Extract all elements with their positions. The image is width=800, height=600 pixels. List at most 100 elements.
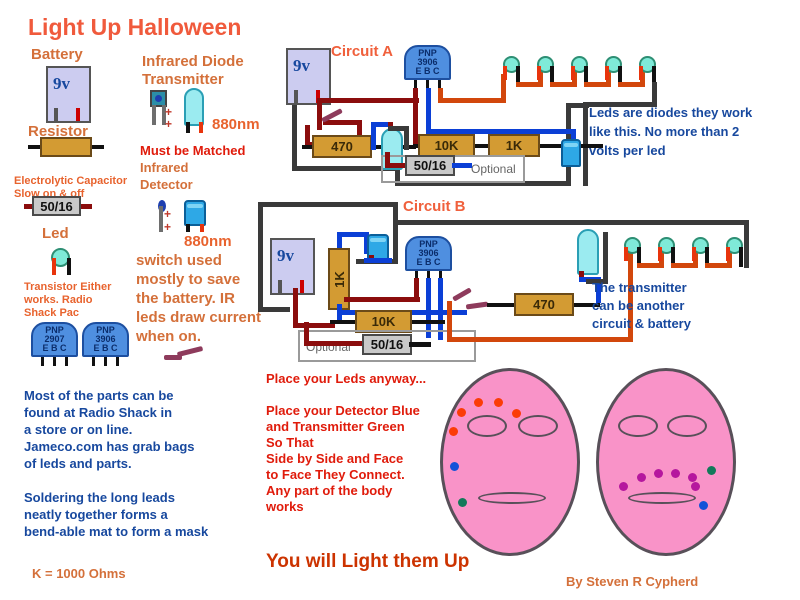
legend-transistor-note-1: Transistor Either [24,281,112,293]
circuit-a-led-link-2 [550,82,576,87]
ir-led-cathode [186,122,190,133]
circuit-a-wire-emitter [413,88,418,146]
led-cathode [584,66,588,86]
mask-right-transmitter-dot [707,466,716,475]
notes-blue-line-3: a store or on line. [24,422,133,437]
transistor-leg-e [414,80,417,89]
circuit-b-battery-value: 9v [277,246,294,265]
circuit-b-wire-emitter [414,278,419,302]
transistor-body: PNP 3906 E B C [82,322,129,357]
notes-red-line-7: Any part of the body [266,483,393,498]
notes-blue-line-6: Soldering the long leads [24,490,175,505]
ir-detector-pin [159,206,163,232]
circuit-b-wire-red-drop [293,288,298,328]
led-anode [726,247,730,261]
notes-blue-line-5: of leds and parts. [24,456,132,471]
circuit-a-wire-black-irled-right [404,126,409,150]
circuit-a-wire-collector-run [438,98,506,103]
circuit-a-led-2 [537,56,554,73]
circuit-a-wire-black-bottom2 [395,181,571,186]
transistor-number: 2907 [44,334,65,344]
transistor-pins: E B C [93,343,118,353]
credit: By Steven R Cypherd [566,574,699,589]
circuit-a-wire-black-irled-top [388,126,409,131]
transistor-body: PNP 3906 E B C [405,236,452,271]
circuit-b-wire-black-right [744,220,749,268]
transistor-type: PNP [45,325,64,335]
transistor-leg-e [41,357,44,366]
mask-left-led-dot [449,427,458,436]
legend-transistor-3906: PNP 3906 E B C [82,322,129,366]
ir-matched-1: Must be Matched [140,143,246,158]
circuit-a-note-1: Leds are diodes they work [589,105,753,120]
circuit-b-transistor: PNP 3906 E B C [405,236,452,280]
ir-detector-symbol [184,200,206,226]
mask-left-eye-2 [518,415,558,437]
circuit-b-note-1: The transmitter [592,280,687,295]
notes-blue-line-1: Most of the parts can be [24,388,174,403]
transistor-leg-b [426,80,429,89]
circuit-b-detector-blue-lead [364,258,392,263]
legend-transistor-2907: PNP 2907 E B C [31,322,78,366]
circuit-a-optional-label: Optional [471,162,516,176]
led-cathode [739,247,743,267]
transistor-type: PNP [419,239,438,249]
circuit-b-led-2 [658,237,675,254]
mask-right-led-dot [619,482,628,491]
mask-left [440,368,580,556]
mask-right-eye-2 [667,415,707,437]
switch-symbol-contact [164,355,182,360]
led-anode [692,247,696,261]
circuit-b-wire-black-top-run [393,220,748,225]
circuit-a-wire-red-sw-right [357,120,362,147]
notes-red-line-6: to Face They Connect. [266,467,405,482]
legend-battery-label: Battery [31,46,83,63]
circuit-b-resistor-470: 470 [514,293,574,316]
circuit-b-wire-collector [438,278,443,340]
detector-band [187,204,203,208]
ir-wavelength-bottom: 880nm [184,233,232,250]
circuit-b-wire-blue-to-cap [364,232,369,254]
led-anode [537,66,541,80]
circuit-a-wire-blue-irled-top [371,122,393,127]
battery-positive-pin [316,90,320,103]
circuit-b-label: Circuit B [403,198,466,215]
circuit-a-led-3 [571,56,588,73]
circuit-b-wire-black-bottom-left [258,307,290,312]
circuit-b-switch-lever [452,287,472,302]
mask-right-detector-dot [699,501,708,510]
mask-right-led-dot [654,469,663,478]
circuit-a-wire-red-drop [317,98,322,130]
circuit-a-cap-red-lead [385,163,410,168]
switch-note-1: switch used [136,252,222,269]
legend-capacitor-label-1: Electrolytic Capacitor [14,175,128,187]
notes-red-line-4: So That [266,435,314,450]
led-cathode [550,66,554,86]
ir-detector-anode [200,224,204,232]
circuit-b-ir-led [577,229,599,275]
circuit-a-wire-black-top-right [566,103,589,108]
transistor-leg-c [116,357,119,366]
circuit-b-wire-red-to-10k [293,323,335,328]
circuit-b-optional-box [298,330,476,362]
legend-transistor-note-2: works. Radio [24,294,93,306]
circuit-a-wire-black-drop [395,166,400,186]
led-anode [503,66,507,80]
circuit-b-cap-red-drop [304,322,309,346]
led-anode [658,247,662,261]
transistor-leg-e [92,357,95,366]
legend-capacitor-symbol: 50/16 [32,196,81,216]
circuit-b-resistor-1k-label: 1K [331,270,347,288]
circuit-b-wire-black-left [258,202,263,312]
ir-transmitter-pin-2 [162,105,166,125]
circuit-b-wire-black-top [258,202,398,207]
mask-right-led-dot [688,473,697,482]
legend-led-anode [52,258,56,275]
ir-matched-2: Infrared [140,160,189,175]
legend-resistor-symbol [40,137,92,157]
battery-negative-pin [294,90,298,103]
circuit-b-led-1 [624,237,641,254]
notes-blue-line-8: bend-able mat to form a mask [24,524,209,539]
circuit-b-wire-blue-up [337,232,342,248]
